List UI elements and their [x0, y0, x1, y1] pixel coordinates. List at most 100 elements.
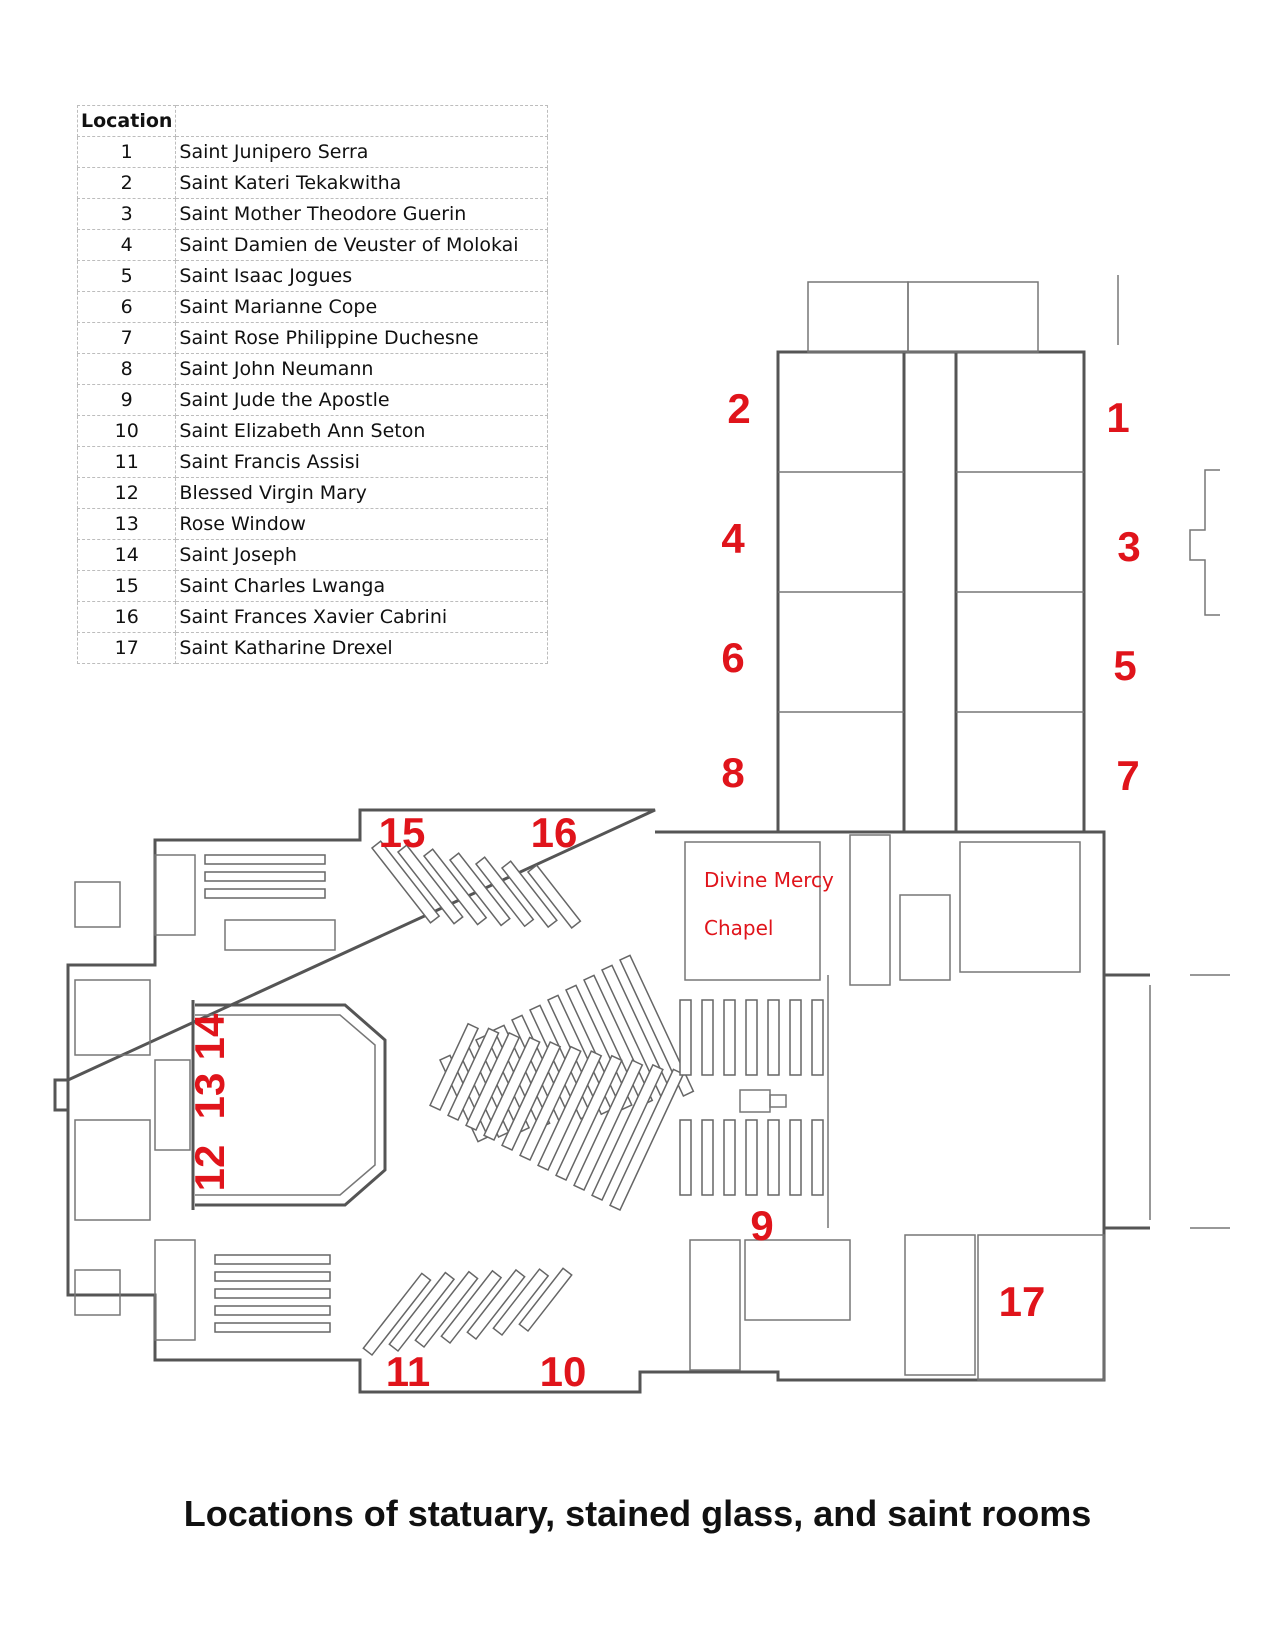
pew: [723, 1119, 736, 1196]
marker-7: 7: [1116, 752, 1139, 799]
pew: [609, 1068, 685, 1211]
chapel-label-line1: Divine Mercy: [704, 868, 834, 892]
pew: [573, 1059, 644, 1191]
legend-saint-name: Blessed Virgin Mary: [175, 477, 549, 509]
legend-location-number: 14: [76, 539, 177, 571]
pew: [745, 1119, 758, 1196]
legend-location-number: 4: [76, 229, 177, 261]
pew: [466, 1268, 526, 1341]
pew: [448, 852, 511, 927]
marker-1: 1: [1106, 394, 1129, 441]
legend-location-number: 11: [76, 446, 177, 478]
classroom-wing: [776, 275, 1119, 834]
pew: [414, 1270, 479, 1349]
pew: [789, 999, 802, 1076]
pew: [679, 999, 692, 1076]
legend-header-location: Location: [76, 105, 177, 137]
legend-saint-name: Saint Kateri Tekakwitha: [175, 167, 549, 199]
marker-6: 6: [721, 634, 744, 681]
legend-location-number: 17: [76, 632, 177, 664]
pew: [767, 1119, 780, 1196]
legend-saint-name: Saint Charles Lwanga: [175, 570, 549, 602]
legend-saint-name: Saint Francis Assisi: [175, 446, 549, 478]
legend-saint-name: Saint Isaac Jogues: [175, 260, 549, 292]
legend-location-number: 3: [76, 198, 177, 230]
legend-location-number: 15: [76, 570, 177, 602]
marker-11: 11: [386, 1348, 430, 1395]
marker-9: 9: [750, 1202, 773, 1249]
legend-saint-name: Saint Jude the Apostle: [175, 384, 549, 416]
marker-13: 13: [186, 1073, 233, 1120]
pew: [701, 1119, 714, 1196]
pew: [619, 954, 695, 1097]
pew: [701, 999, 714, 1076]
legend-header-row: Location: [76, 105, 549, 137]
gathering-area: [827, 975, 1151, 1228]
marker-5: 5: [1113, 642, 1136, 689]
legend-saint-name: Rose Window: [175, 508, 549, 540]
legend-saint-name: Saint Junipero Serra: [175, 136, 549, 168]
pew: [789, 1119, 802, 1196]
legend-saint-name: Saint Rose Philippine Duchesne: [175, 322, 549, 354]
legend-header-blank: [175, 105, 549, 137]
legend-location-number: 8: [76, 353, 177, 385]
chapel-label-line2: Chapel: [704, 916, 773, 940]
legend-location-number: 13: [76, 508, 177, 540]
legend-saint-name: Saint Marianne Cope: [175, 291, 549, 323]
pews: [362, 840, 824, 1357]
marker-16: 16: [531, 809, 578, 856]
marker-14: 14: [186, 1013, 233, 1060]
choir-rows: [204, 854, 331, 1333]
pew: [591, 1063, 664, 1201]
marker-12: 12: [186, 1145, 233, 1192]
pew: [526, 864, 582, 930]
pew: [474, 856, 535, 928]
pew: [518, 1267, 573, 1333]
divine-mercy-chapel-room: [684, 841, 821, 981]
pew: [537, 1050, 603, 1171]
pew: [465, 1031, 521, 1131]
pew: [565, 984, 633, 1111]
legend-location-number: 16: [76, 601, 177, 633]
pew: [745, 999, 758, 1076]
marker-4: 4: [721, 515, 745, 562]
marker-17: 17: [999, 1278, 1046, 1325]
pew: [475, 1034, 531, 1134]
pew: [723, 999, 736, 1076]
pew: [440, 1269, 503, 1345]
marker-2: 2: [727, 385, 750, 432]
legend-location-number: 12: [76, 477, 177, 509]
left-service-rooms: [74, 854, 196, 1341]
lower-right-rooms: [689, 1234, 1105, 1381]
pew: [362, 1272, 432, 1357]
pew: [370, 840, 441, 924]
legend-saint-name: Saint Joseph: [175, 539, 549, 571]
marker-3: 3: [1117, 523, 1140, 570]
right-addition: [1189, 469, 1220, 616]
pew: [422, 848, 488, 926]
pew: [555, 1054, 623, 1181]
legend-location-number: 9: [76, 384, 177, 416]
pew: [519, 1045, 582, 1161]
pew: [388, 1271, 456, 1353]
pew: [396, 844, 464, 925]
pew: [483, 1036, 541, 1141]
altar: [739, 1089, 787, 1113]
pew: [492, 1268, 550, 1337]
legend-saint-name: Saint John Neumann: [175, 353, 549, 385]
